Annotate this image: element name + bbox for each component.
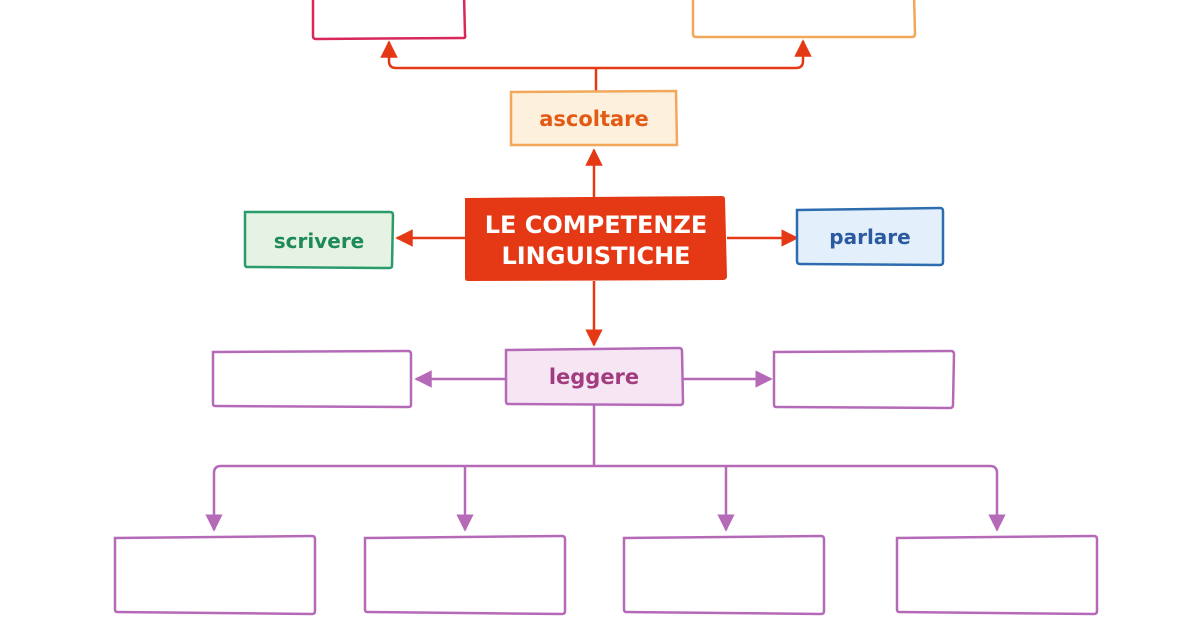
- node-parlare: parlare: [795, 206, 945, 267]
- top-connector: [380, 39, 812, 92]
- blank-box-top-left: [311, 0, 467, 41]
- blank-box-leggere-right: [772, 349, 956, 410]
- node-center: LE COMPETENZE LINGUISTICHE: [465, 196, 727, 281]
- blank-box-bottom-3: [622, 534, 826, 616]
- node-leggere-label: leggere: [549, 365, 639, 389]
- node-parlare-box: [795, 206, 945, 267]
- node-leggere-box: [504, 346, 685, 407]
- blank-box-leggere-left-frame: [211, 349, 413, 409]
- node-center-box: [465, 196, 727, 281]
- blank-box-bottom-4-frame: [895, 534, 1099, 616]
- blank-box-leggere-right-frame: [772, 349, 956, 410]
- blank-box-bottom-3-frame: [622, 534, 826, 616]
- node-scrivere-box: [243, 210, 395, 270]
- node-scrivere: scrivere: [243, 210, 395, 270]
- leggere-bottom-tree: [205, 405, 1006, 532]
- node-scrivere-label: scrivere: [274, 229, 365, 253]
- center-arrows: [395, 148, 799, 347]
- blank-box-bottom-4: [895, 534, 1099, 616]
- connector-bottom-1: [205, 464, 223, 532]
- node-parlare-label: parlare: [829, 225, 910, 249]
- connector-top-left: [380, 40, 596, 70]
- blank-box-top-right: [691, 0, 917, 39]
- connector-bottom-4: [988, 464, 1006, 532]
- blank-box-top-right-frame: [691, 0, 917, 39]
- blank-box-bottom-2: [363, 534, 567, 616]
- node-center-title-line1: LE COMPETENZE: [485, 211, 708, 239]
- blank-box-bottom-1: [113, 534, 317, 616]
- node-leggere: leggere: [504, 346, 685, 407]
- node-ascoltare: ascoltare: [509, 89, 679, 147]
- blank-box-bottom-1-frame: [113, 534, 317, 616]
- node-center-title-line2: LINGUISTICHE: [501, 242, 690, 270]
- node-ascoltare-label: ascoltare: [539, 107, 649, 131]
- node-ascoltare-box: [509, 89, 679, 147]
- connector-top-right: [596, 39, 812, 70]
- blank-box-leggere-left: [211, 349, 413, 409]
- blank-box-bottom-2-frame: [363, 534, 567, 616]
- blank-box-top-left-frame: [311, 0, 467, 41]
